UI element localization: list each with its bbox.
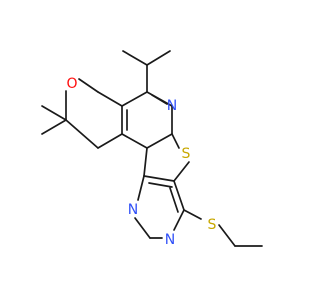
bond xyxy=(183,209,202,220)
molecule-structure-diagram: O N S N N S xyxy=(41,50,263,248)
bond xyxy=(171,133,180,149)
bonds xyxy=(41,50,263,247)
bond xyxy=(41,105,67,121)
bond xyxy=(146,50,171,66)
bond xyxy=(148,182,173,188)
bond xyxy=(121,133,148,149)
bond xyxy=(134,217,151,239)
bond xyxy=(78,78,99,93)
thioether-sulfur-atom-label: S xyxy=(208,217,217,233)
pyrimidine-nitrogen-bottom-atom-label: N xyxy=(165,232,175,248)
bond xyxy=(122,50,148,66)
thiophene-sulfur-atom-label: S xyxy=(182,146,191,162)
bond xyxy=(137,175,145,201)
atom-labels: O N S N N S xyxy=(66,76,216,248)
bond xyxy=(121,91,148,107)
bond xyxy=(173,161,190,182)
bond xyxy=(146,133,173,149)
bond xyxy=(151,94,168,105)
bond xyxy=(169,187,179,213)
bond xyxy=(97,91,123,107)
bond xyxy=(65,119,99,149)
oxygen-atom-label: O xyxy=(66,76,77,92)
bond xyxy=(143,175,175,182)
pyridine-nitrogen-atom-label: N xyxy=(167,98,177,114)
bond xyxy=(218,224,236,247)
bond xyxy=(143,147,148,177)
bond xyxy=(173,180,185,211)
pyrimidine-nitrogen-top-atom-label: N xyxy=(128,202,138,218)
bond xyxy=(173,209,185,231)
bond xyxy=(41,119,67,135)
bond xyxy=(97,133,123,149)
